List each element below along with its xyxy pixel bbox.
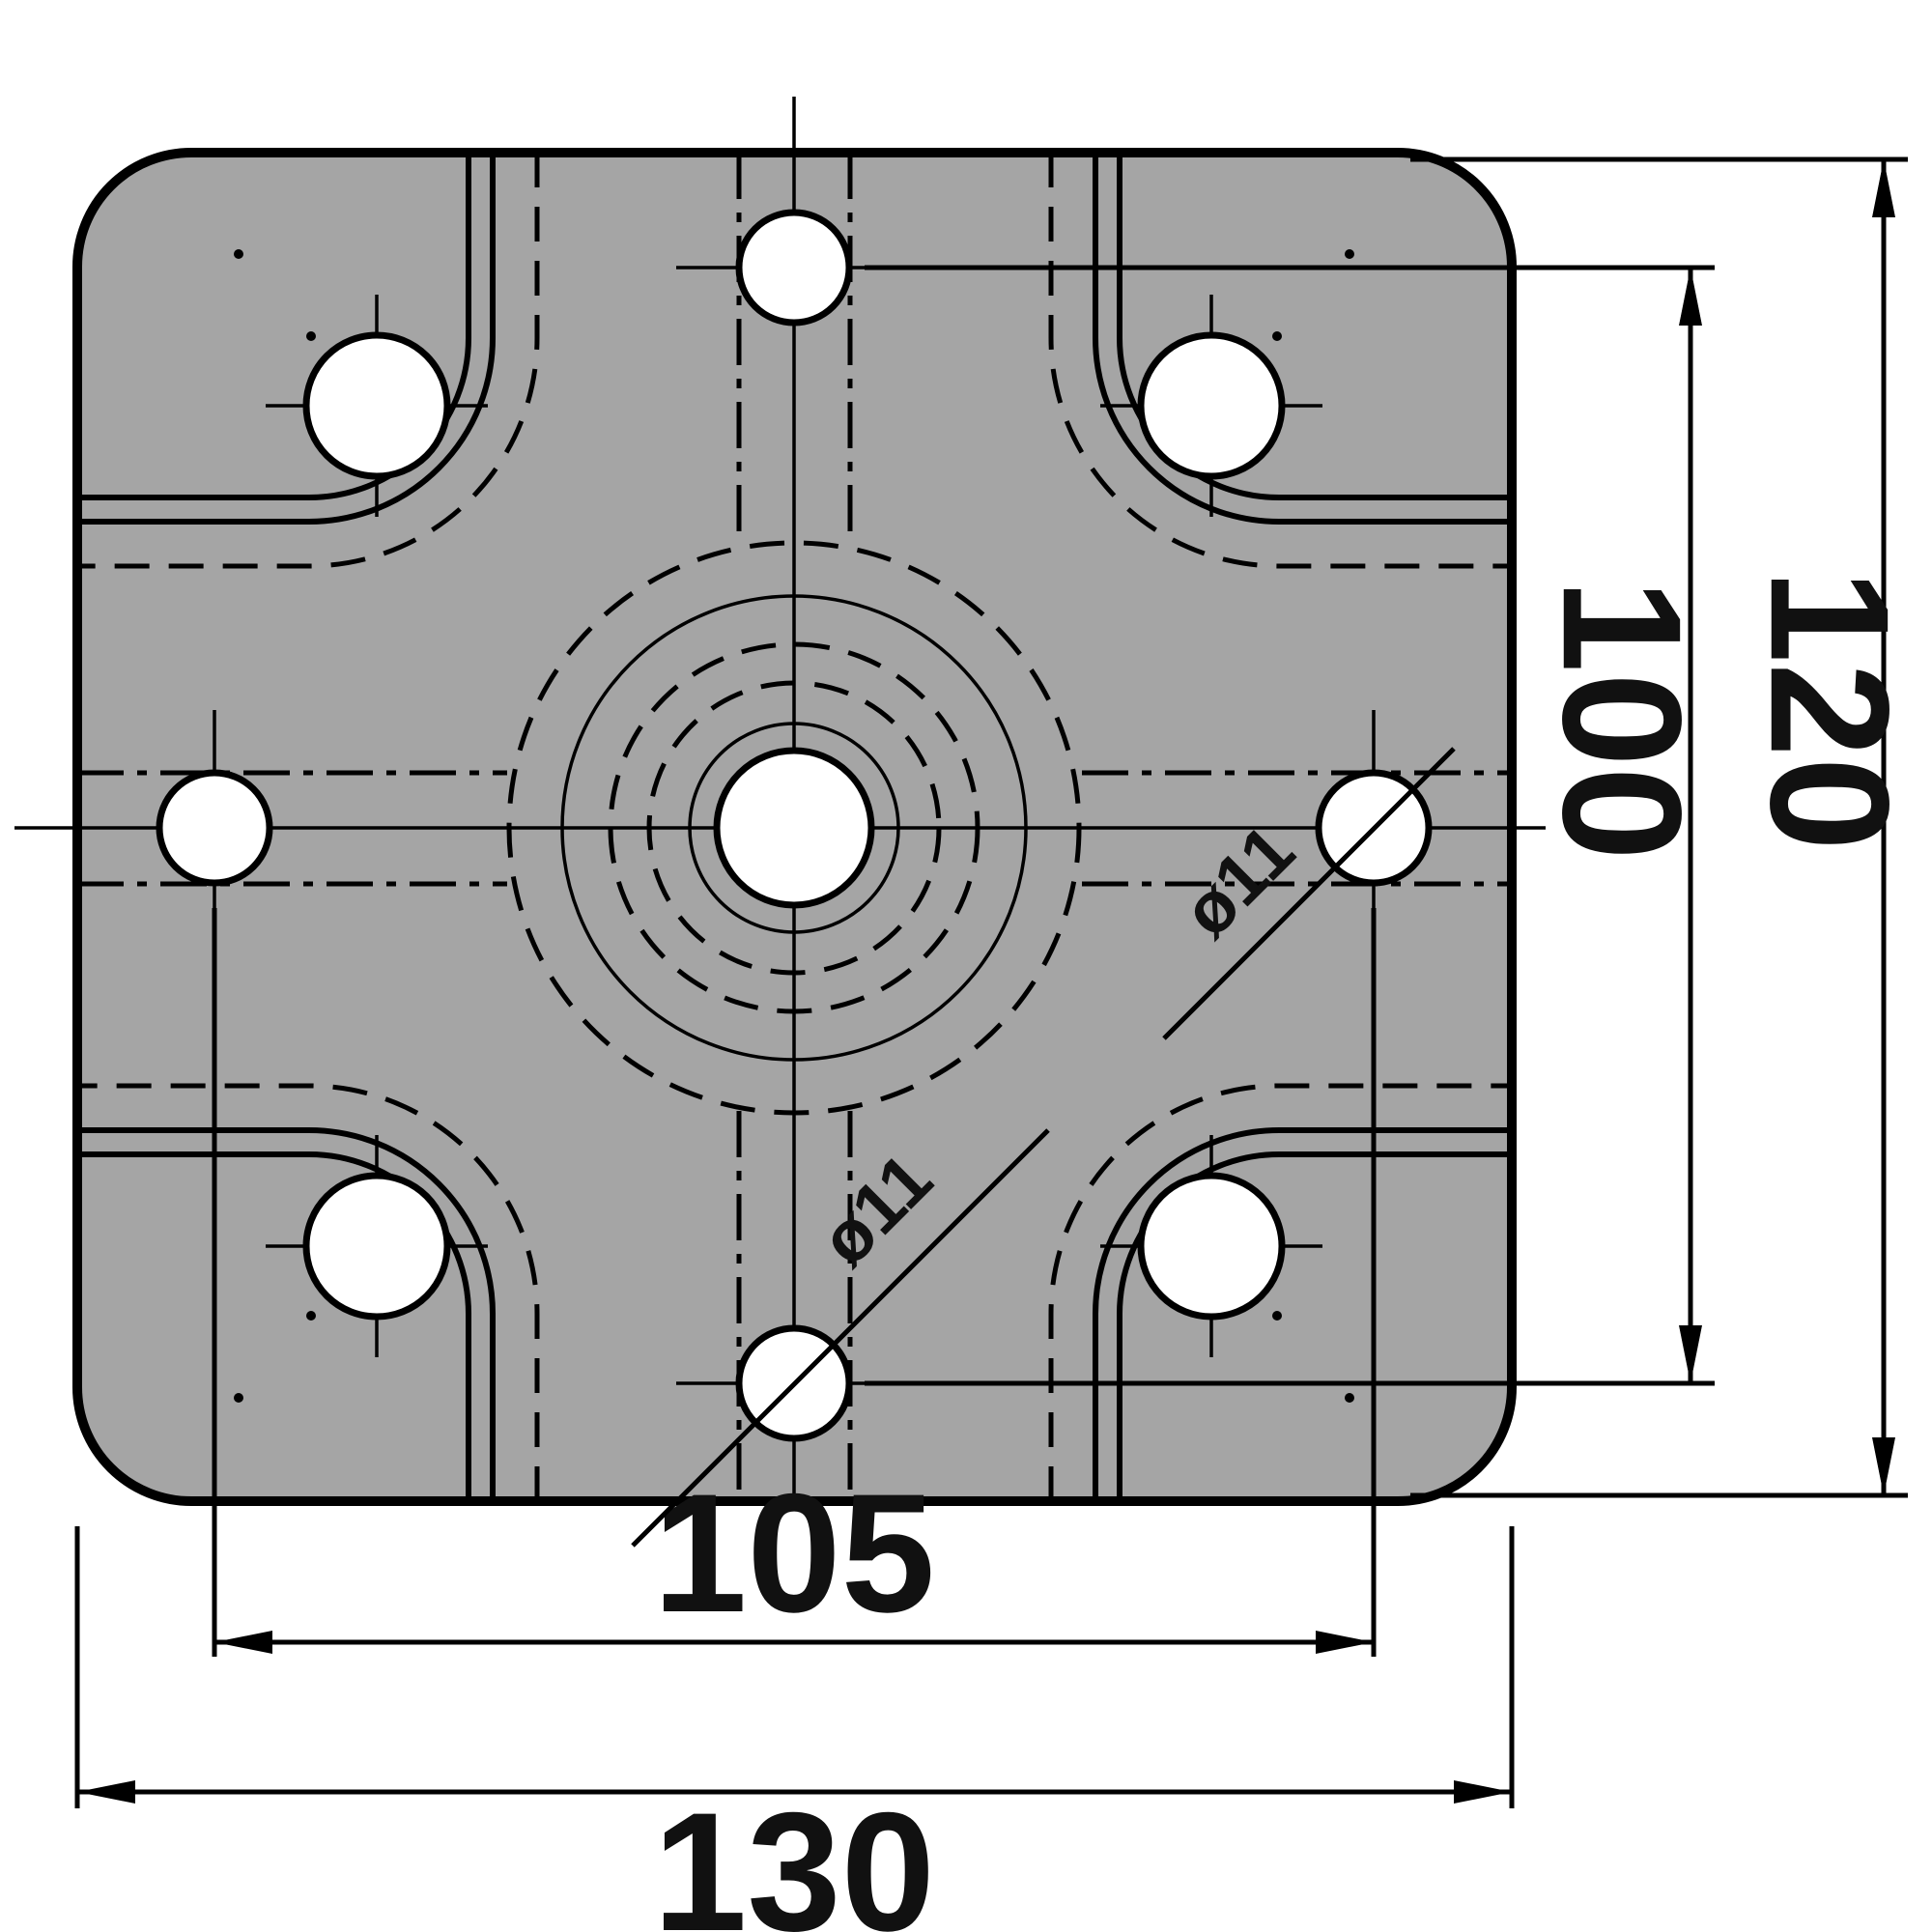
dim-vspacing-label: 100 [1527,579,1716,861]
mark-dot [1345,249,1354,259]
center-hole [713,747,875,909]
pocket-contour-hidden [77,1083,540,1501]
corner-hole-bottom-left [302,1172,451,1321]
mark-dot [1345,1393,1354,1403]
pocket-contour [77,153,496,525]
arrowhead [1679,1325,1702,1383]
corner-hole-bottom-right [1137,1172,1286,1321]
mark-dot [1272,331,1282,341]
mark-dot [306,331,316,341]
mark-dot [234,1393,243,1403]
edge-hole-left [156,769,273,887]
dimension-overall-width: 130 [74,1526,1515,1932]
arrowhead [1316,1631,1374,1654]
pocket-contour [1093,153,1512,525]
arrowhead [214,1631,272,1654]
arrowhead [1679,268,1702,326]
corner-hole-top-right [1137,331,1286,480]
dimension-vertical-hole-spacing: 100 [865,265,1716,1386]
leader-line [1162,747,1456,1040]
arrowhead [1872,159,1895,217]
dimension-horizontal-hole-spacing: 105 [212,908,1377,1657]
pocket-contour [1093,1127,1512,1501]
arrowhead [1454,1780,1512,1804]
mark-dot [1272,1311,1282,1321]
pocket-contour-hidden [1048,1083,1512,1501]
dim-hspacing-label: 105 [653,1460,935,1648]
center-mark-dots [234,249,1354,1403]
mark-dot [306,1311,316,1321]
mark-dot [234,249,243,259]
dimension-overall-height: 120 [1410,156,1923,1498]
leader-line [631,1128,1050,1548]
edge-hole-top [735,209,853,327]
pocket-contour [77,1127,496,1501]
edge-channels [77,153,1512,1501]
corner-hole-top-left [302,331,451,480]
arrowhead [77,1780,135,1804]
pocket-contour-hidden [1048,153,1512,569]
holes [156,209,1433,1442]
arrowhead [1872,1437,1895,1495]
dim-height-label: 120 [1735,569,1923,851]
pocket-contour-hidden [77,153,540,569]
dim-width-label: 130 [653,1778,935,1932]
